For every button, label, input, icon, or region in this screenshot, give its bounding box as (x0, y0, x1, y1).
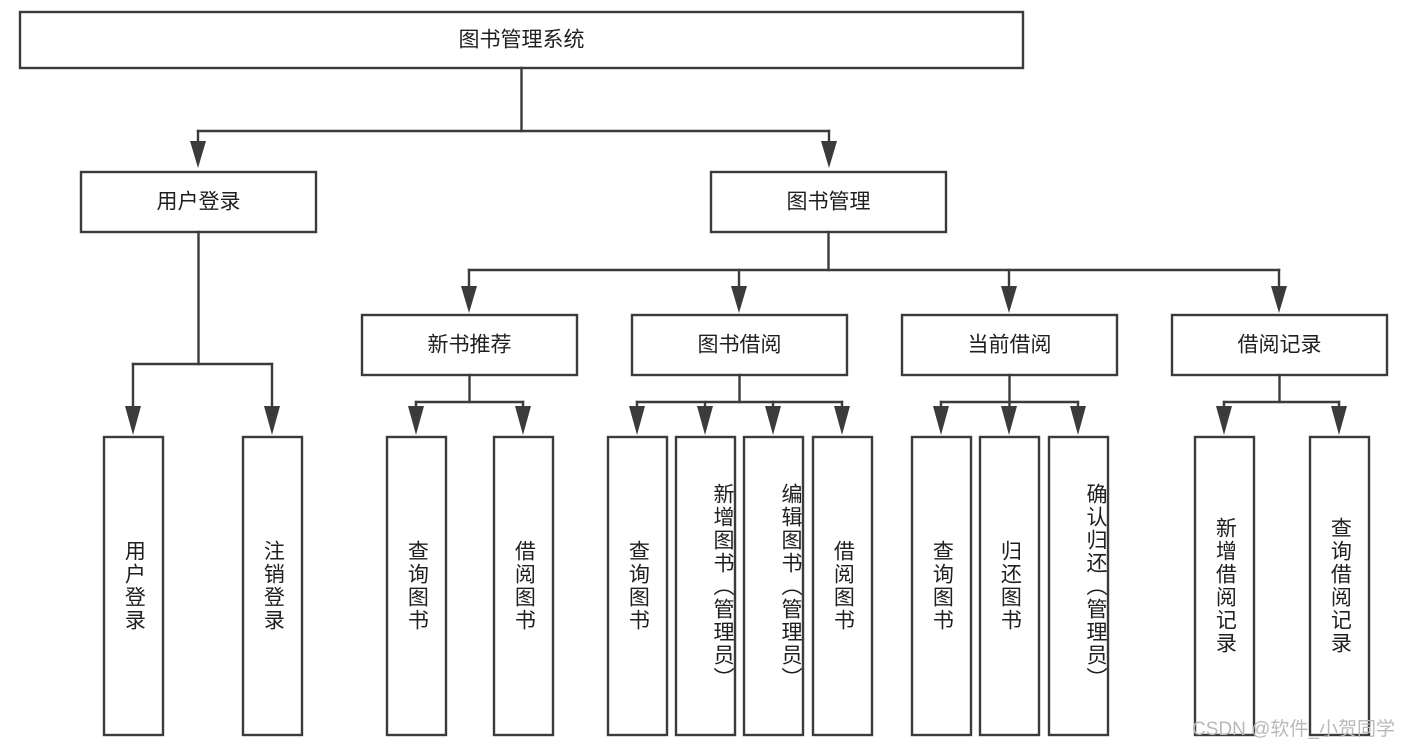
node-level1-user-login-label: 用户登录 (157, 191, 241, 214)
leaf-label-user-login-1: 注销登录 (261, 540, 285, 632)
node-level1-book-manage-label: 图书管理 (787, 191, 871, 214)
arrowhead-borrowrecord-leaf-1-icon (1331, 406, 1347, 435)
arrowhead-borrowrecord-leaf-0-icon (1216, 406, 1232, 435)
arrowhead-newbook-leaf-0-icon (408, 406, 424, 435)
leaf-label-user-login-0: 用户登录 (122, 540, 146, 632)
arrowhead-bookborrow-leaf-2-icon (765, 406, 781, 435)
leaf-box-current-borrow-0[interactable] (910, 435, 973, 737)
node-level2-borrow-record-box[interactable] (1170, 313, 1389, 377)
arrowhead-level2-2-icon (1001, 286, 1017, 313)
leaf-box-book-borrow-3[interactable] (811, 435, 874, 737)
leaf-label-current-borrow-1: 归还图书 (998, 540, 1022, 632)
arrowhead-bookborrow-leaf-3-icon (834, 406, 850, 435)
leaf-label-book-borrow-3: 借阅图书 (831, 540, 855, 632)
leaf-label-current-borrow-2: 确认归还（管理员） (1084, 482, 1107, 690)
node-level1-user-login-box[interactable] (79, 170, 318, 234)
node-level2-book-borrow-box[interactable] (630, 313, 849, 377)
leaf-box-user-login-0[interactable] (102, 435, 165, 737)
node-level2-new-book-box[interactable] (360, 313, 579, 377)
leaf-box-book-borrow-2[interactable] (742, 435, 805, 737)
arrowhead-currentborrow-leaf-0-icon (933, 406, 949, 435)
arrowhead-level2-3-icon (1271, 286, 1287, 313)
leaf-label-current-borrow-0: 查询图书 (930, 540, 954, 632)
node-level2-book-borrow-label: 图书借阅 (698, 334, 782, 357)
arrowhead-level2-0-icon (461, 286, 477, 313)
node-level2-new-book-label: 新书推荐 (428, 334, 512, 357)
arrowhead-userlogin-leaf-0-icon (125, 406, 141, 435)
watermark-text: CSDN @软件_小贺同学 (1192, 719, 1395, 740)
arrowhead-l1-1-icon (821, 141, 837, 168)
arrowhead-bookborrow-leaf-0-icon (629, 406, 645, 435)
arrowhead-newbook-leaf-1-icon (515, 406, 531, 435)
node-root-box[interactable] (18, 10, 1025, 70)
arrowhead-level2-1-icon (731, 286, 747, 313)
node-level2-current-borrow-label: 当前借阅 (968, 334, 1052, 357)
leaf-box-new-book-1[interactable] (492, 435, 555, 737)
leaf-label-book-borrow-1: 新增图书（管理员） (711, 482, 734, 690)
arrowhead-currentborrow-leaf-1-icon (1001, 406, 1017, 435)
leaf-box-new-book-0[interactable] (385, 435, 448, 737)
leaf-label-book-borrow-0: 查询图书 (626, 540, 650, 632)
leaf-box-book-borrow-1[interactable] (674, 435, 737, 737)
leaf-box-borrow-record-1[interactable] (1308, 435, 1371, 737)
arrowhead-bookborrow-leaf-1-icon (697, 406, 713, 435)
leaf-label-new-book-1: 借阅图书 (512, 540, 536, 632)
leaf-box-book-borrow-0[interactable] (606, 435, 669, 737)
node-level1-book-manage-box[interactable] (709, 170, 948, 234)
leaf-label-borrow-record-1: 查询借阅记录 (1328, 517, 1352, 655)
leaf-box-borrow-record-0[interactable] (1193, 435, 1256, 737)
leaf-box-user-login-1[interactable] (241, 435, 304, 737)
leaf-label-borrow-record-0: 新增借阅记录 (1213, 517, 1237, 655)
arrowhead-userlogin-leaf-1-icon (264, 406, 280, 435)
node-root-label: 图书管理系统 (459, 29, 585, 52)
leaf-label-book-borrow-2: 编辑图书（管理员） (779, 482, 802, 690)
leaf-box-current-borrow-2[interactable] (1047, 435, 1110, 737)
arrowhead-currentborrow-leaf-2-icon (1070, 406, 1086, 435)
leaf-box-current-borrow-1[interactable] (978, 435, 1041, 737)
arrowhead-l1-0-icon (190, 141, 206, 168)
leaf-label-new-book-0: 查询图书 (405, 540, 429, 632)
node-level2-borrow-record-label: 借阅记录 (1238, 334, 1322, 357)
